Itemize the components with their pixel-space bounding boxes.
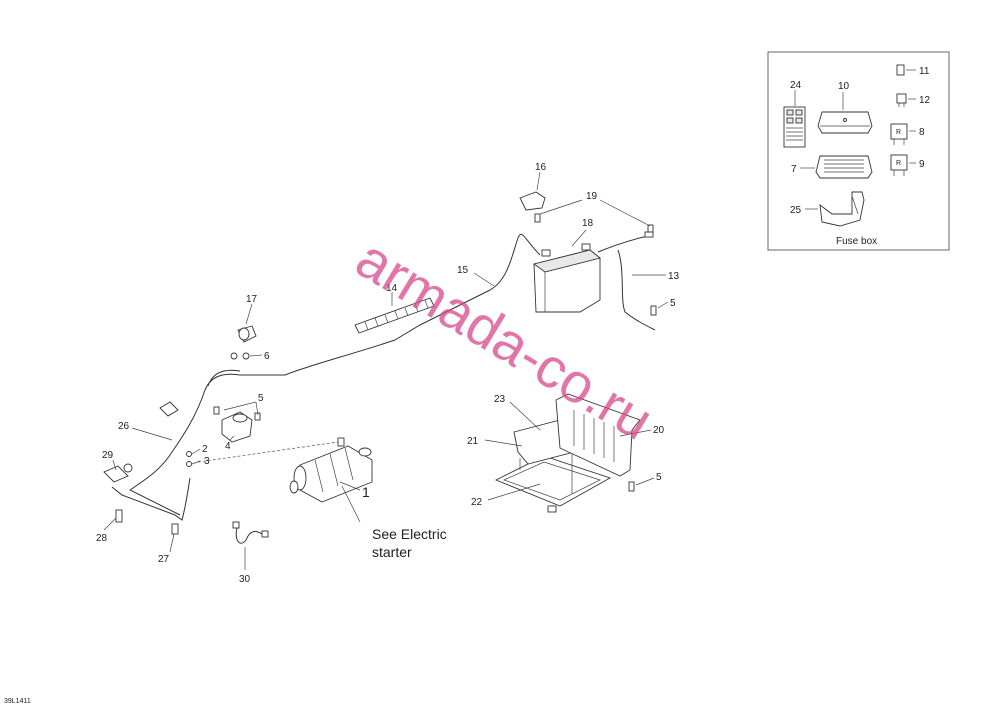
callout-1: 1 <box>362 484 370 500</box>
callout-25: 25 <box>790 205 802 216</box>
rubber-boot <box>237 325 257 343</box>
drawing-code: 39L1411 <box>4 698 31 705</box>
ground-strap <box>232 521 269 544</box>
callout-2: 2 <box>202 444 208 455</box>
fuse-box-base <box>815 155 873 179</box>
fuse-box-label: Fuse box <box>836 236 877 247</box>
callout-15: 15 <box>457 265 469 276</box>
svg-text:R: R <box>896 129 901 136</box>
callout-5-battery: 5 <box>670 298 676 309</box>
callout-16: 16 <box>535 162 547 173</box>
callout-23: 23 <box>494 394 506 405</box>
fuse-box-inset: R R 24 10 11 12 8 9 7 25 Fuse box <box>767 51 950 251</box>
callout-22: 22 <box>471 497 483 508</box>
battery-cover <box>555 393 641 477</box>
battery-tray <box>494 455 612 513</box>
nut-3 <box>186 461 192 467</box>
battery-screw-left <box>534 213 541 223</box>
ground-cable <box>111 477 191 521</box>
svg-text:R: R <box>896 160 901 167</box>
bolt-27 <box>171 523 179 535</box>
callout-3: 3 <box>204 456 210 467</box>
battery <box>532 243 601 313</box>
callout-5-solenoid: 5 <box>258 393 264 404</box>
bolt-28 <box>115 509 123 523</box>
main-cable <box>129 339 396 516</box>
callout-10: 10 <box>838 81 850 92</box>
fuse-box-bracket <box>819 191 865 227</box>
fuse-label-card <box>783 106 806 148</box>
callout-24: 24 <box>790 80 802 91</box>
electric-starter <box>289 437 373 503</box>
callout-8: 8 <box>919 127 925 138</box>
relay-upper: R <box>890 123 908 145</box>
battery-screw-right <box>647 224 654 233</box>
callout-18: 18 <box>582 218 594 229</box>
positive-cable <box>394 233 541 341</box>
terminal-cover <box>519 191 546 211</box>
callout-21: 21 <box>467 436 479 447</box>
callout-7: 7 <box>791 164 797 175</box>
callout-28: 28 <box>96 533 108 544</box>
negative-cable <box>597 235 656 331</box>
cable-sleeve <box>354 297 435 334</box>
callout-30: 30 <box>239 574 251 585</box>
callout-14: 14 <box>386 283 398 294</box>
callout-13: 13 <box>668 271 680 282</box>
tray-screw <box>628 481 635 492</box>
callout-5-tray: 5 <box>656 472 662 483</box>
callout-17: 17 <box>246 294 258 305</box>
callout-20: 20 <box>653 425 665 436</box>
nut-2 <box>186 451 192 457</box>
relay-lower: R <box>890 154 908 176</box>
callout-26: 26 <box>118 421 130 432</box>
callout-29: 29 <box>102 450 114 461</box>
starter-dashed-line <box>197 441 339 463</box>
starter-solenoid <box>213 406 261 443</box>
negative-terminal <box>644 231 654 238</box>
callout-12: 12 <box>919 95 931 106</box>
callout-19: 19 <box>586 191 598 202</box>
fuse-small <box>896 64 905 76</box>
nut-6 <box>230 352 250 360</box>
watermark: armada-co.ru <box>346 226 664 452</box>
callout-27: 27 <box>158 554 170 565</box>
see-electric-starter-line1: See Electric <box>372 526 447 542</box>
see-electric-starter-line2: starter <box>372 544 412 560</box>
screw-battery <box>650 305 657 316</box>
callout-9: 9 <box>919 159 925 170</box>
callout-11: 11 <box>919 66 930 77</box>
callout-4: 4 <box>225 441 231 452</box>
leader-lines <box>103 171 669 570</box>
callout-6: 6 <box>264 351 270 362</box>
fuse-maxi <box>896 93 907 107</box>
fuse-box-cover <box>817 111 873 134</box>
retaining-clip <box>103 401 179 483</box>
